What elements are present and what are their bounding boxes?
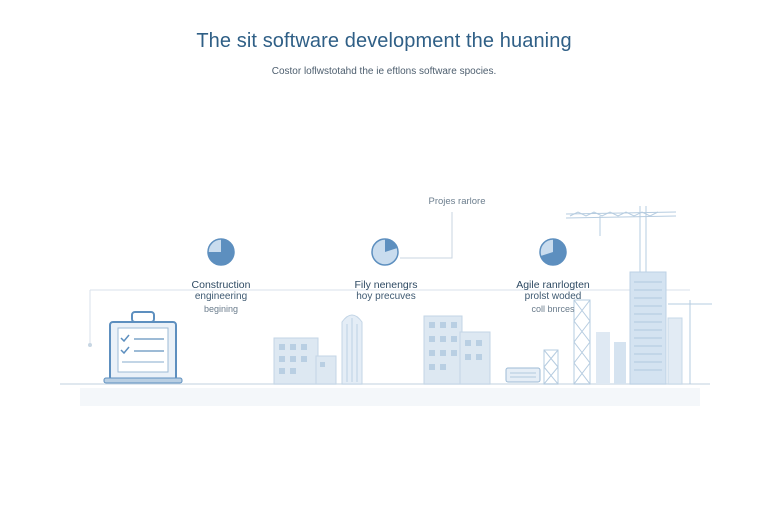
stage-2-title: Fily nenengrs: [354, 279, 418, 291]
pie-chart-icon-2: [371, 238, 399, 266]
skyscraper-icon: [596, 271, 683, 385]
pie-chart-icon-3: [539, 238, 567, 266]
stage-3-title: Agile ranrlogten: [516, 279, 590, 291]
callout-label: Projes rarlore: [428, 196, 486, 207]
stage-1-title: Construction: [191, 279, 251, 291]
callout-bracket: [400, 212, 453, 259]
left-node: [88, 343, 92, 347]
ground-shadow: [80, 388, 700, 406]
pie-slice: [385, 239, 398, 252]
pie-slice: [208, 239, 234, 265]
stage-3-subtitle: prolst woded: [524, 291, 582, 302]
stage-3-note: coll bnrces: [531, 304, 575, 314]
stage-1-subtitle: engineering: [194, 291, 248, 302]
stage-label-2: Fily nenengrs hoy precuves: [326, 279, 446, 303]
stage-1-note: begining: [203, 304, 239, 314]
clipboard-icon: [103, 311, 183, 384]
pie-chart-icon-1: [207, 238, 235, 266]
stage-label-1: Construction engineering begining: [161, 279, 281, 315]
equipment-tray: [505, 367, 541, 383]
construction-crane-icon: [543, 206, 712, 385]
stage-label-3: Agile ranrlogten prolst woded coll bnrce…: [493, 279, 613, 315]
city-building-icon: [273, 314, 363, 385]
page-subtitle: Costor loflwstotahd the ie eftlons softw…: [271, 66, 497, 77]
pie-slice: [540, 239, 567, 266]
stage-2-subtitle: hoy precuves: [356, 291, 416, 302]
office-building-icon: [423, 315, 491, 385]
page-title: The sit software development the huaning: [196, 30, 572, 52]
